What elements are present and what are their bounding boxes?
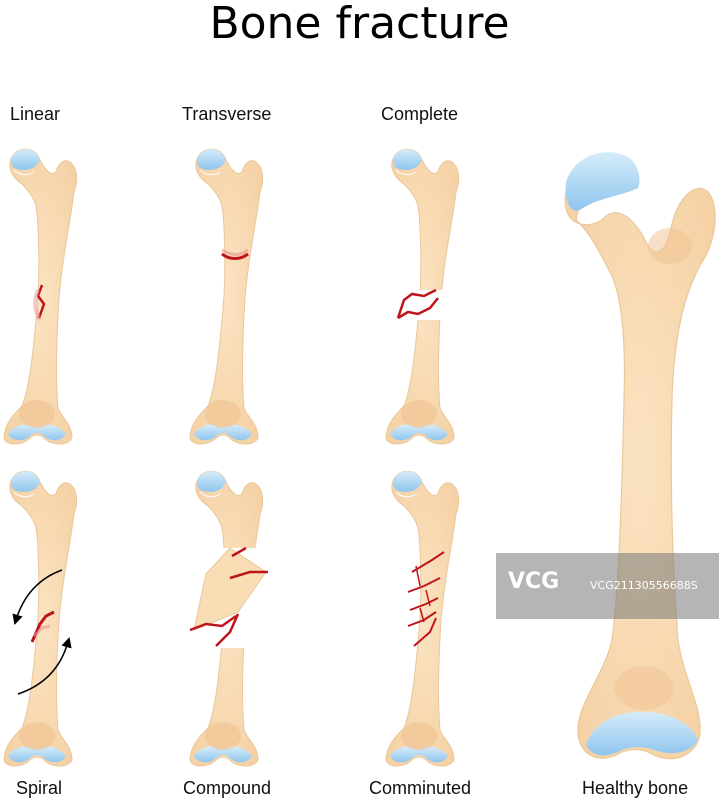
label-linear: Linear bbox=[10, 104, 61, 124]
bone-complete bbox=[385, 148, 460, 445]
watermark-logo: VCG bbox=[508, 569, 560, 594]
bone-transverse bbox=[189, 148, 264, 445]
label-spiral: Spiral bbox=[16, 778, 63, 798]
watermark-text: VCG21130556688S bbox=[590, 579, 698, 592]
bone-spiral bbox=[3, 470, 78, 767]
label-comminuted: Comminuted bbox=[369, 778, 472, 798]
label-transverse: Transverse bbox=[182, 104, 272, 124]
label-compound: Compound bbox=[183, 778, 272, 798]
watermark: VCG VCG21130556688S bbox=[496, 553, 719, 619]
bone-compound bbox=[186, 470, 268, 767]
label-healthy-bone: Healthy bone bbox=[582, 778, 689, 798]
bone-healthy bbox=[564, 152, 716, 760]
bone-linear bbox=[3, 148, 78, 445]
label-complete: Complete bbox=[381, 104, 459, 124]
page-title: Bone fracture bbox=[209, 0, 510, 49]
bone-comminuted bbox=[385, 470, 460, 767]
